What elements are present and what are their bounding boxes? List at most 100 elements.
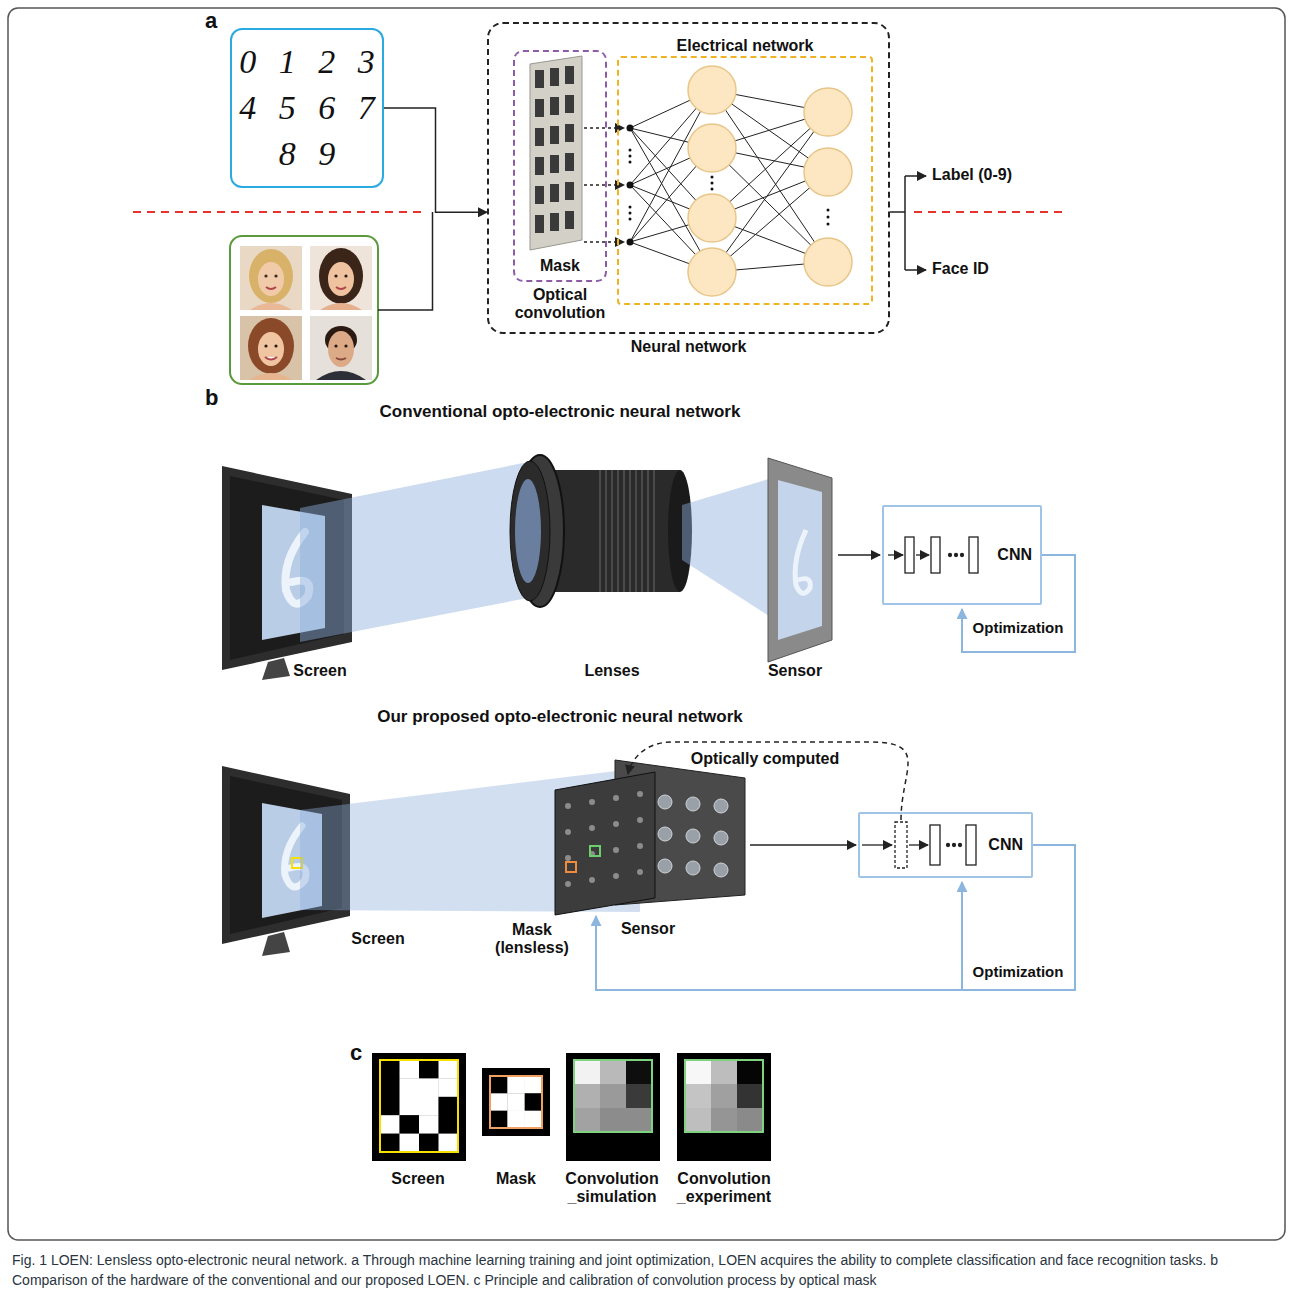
face-images <box>265 357 277 360</box>
convolution-images <box>600 1108 626 1132</box>
cnn-layers <box>949 554 952 557</box>
camera-lens <box>600 470 654 592</box>
lensless-mask <box>565 803 571 809</box>
convolution-images <box>685 1060 763 1132</box>
optical-mask-image <box>565 182 574 200</box>
network-graph <box>804 88 852 136</box>
camera-lens <box>510 455 692 607</box>
lensless-mask <box>555 772 655 915</box>
cnn-layers <box>909 844 928 845</box>
cnn-layers <box>916 554 929 555</box>
convolution-images <box>400 1115 420 1134</box>
lensless-mask <box>613 873 619 879</box>
image-sensor <box>686 797 700 811</box>
image-sensor <box>795 530 810 593</box>
panel-letter: c <box>350 1040 362 1065</box>
separator-line <box>133 211 424 213</box>
image-sensor <box>714 831 728 845</box>
convolution-images <box>711 1108 737 1132</box>
panel-title: Our proposed opto-electronic neural netw… <box>377 707 743 727</box>
network-graph <box>629 206 632 209</box>
convolution-images <box>685 1108 711 1132</box>
figure-caption: Fig. 1 LOEN: Lensless opto-electronic ne… <box>12 1250 1280 1290</box>
lensless-mask <box>637 817 643 823</box>
node-label: CNN <box>997 546 1032 564</box>
node-label: Mask <box>515 257 605 275</box>
lensless-mask <box>565 829 571 835</box>
loop-label: Optimization <box>973 619 1064 636</box>
face-images <box>334 274 337 277</box>
network-graph <box>711 182 714 185</box>
face-images <box>334 344 337 347</box>
camera-lens <box>623 470 625 592</box>
optical-mask-image <box>550 213 559 231</box>
lensless-mask <box>565 881 571 887</box>
face-images <box>344 274 347 277</box>
separator-line <box>133 212 1062 213</box>
optical-mask-image <box>530 56 582 250</box>
optical-mask-image <box>565 95 574 113</box>
convolution-images <box>711 1060 737 1084</box>
face-images <box>249 249 293 303</box>
image-label: Convolution _simulation <box>560 1170 664 1207</box>
face-images <box>344 344 347 347</box>
convolution-images <box>566 1053 660 1161</box>
network-graph <box>711 188 714 191</box>
camera-lens <box>647 470 649 592</box>
network-graph <box>688 66 736 114</box>
image-sensor <box>658 795 728 877</box>
part-label: Lenses <box>584 662 639 680</box>
face-images <box>310 316 372 380</box>
optical-mask-image <box>565 153 574 171</box>
convolution-images <box>685 1060 711 1084</box>
convolution-images <box>419 1097 439 1116</box>
convolution-images <box>380 1134 400 1153</box>
camera-lens <box>641 470 643 592</box>
network-graph <box>629 218 632 221</box>
face-images <box>258 332 284 366</box>
convolution-images <box>507 1093 525 1111</box>
face-images <box>240 246 302 310</box>
convolution-images <box>525 1093 543 1111</box>
optical-mask-image <box>535 99 544 117</box>
convolution-images <box>419 1115 439 1134</box>
panel-title: Conventional opto-electronic neural netw… <box>380 402 741 422</box>
face-images <box>230 236 378 384</box>
optical-mask-image <box>535 66 574 233</box>
cnn-layers <box>953 844 956 847</box>
part-label: Sensor <box>621 920 675 938</box>
group-box: Electrical network <box>617 56 873 305</box>
optical-mask-image <box>530 56 582 250</box>
convolution-images <box>677 1053 771 1161</box>
image-label: Convolution _experiment <box>672 1170 776 1207</box>
cnn-layers <box>931 537 940 573</box>
convolution-images <box>439 1078 459 1097</box>
convolution-images <box>626 1108 652 1132</box>
cnn-layers <box>888 554 903 555</box>
lensless-mask <box>637 869 643 875</box>
part-label: Screen <box>293 662 346 680</box>
screen-monitor <box>262 658 290 680</box>
convolution-images <box>400 1134 420 1153</box>
network-graph <box>827 216 830 219</box>
lensless-mask <box>637 843 643 849</box>
optical-mask-image <box>550 68 559 86</box>
convolution-images <box>626 1060 652 1084</box>
cnn-layers <box>969 537 978 573</box>
node-label: Neural network <box>631 338 747 356</box>
network-graph <box>827 223 830 226</box>
optimization-loop <box>961 882 963 990</box>
camera-lens <box>510 461 550 601</box>
convolution-images <box>400 1097 420 1116</box>
lensless-mask <box>590 846 600 856</box>
image-sensor <box>714 863 728 877</box>
cnn-layers <box>959 844 962 847</box>
convolution-images <box>380 1078 400 1097</box>
connector-arrow <box>384 108 487 212</box>
convolution-images <box>737 1084 763 1108</box>
cnn-layers <box>862 844 892 845</box>
output-arrow <box>905 269 926 271</box>
convolution-images <box>380 1097 400 1116</box>
